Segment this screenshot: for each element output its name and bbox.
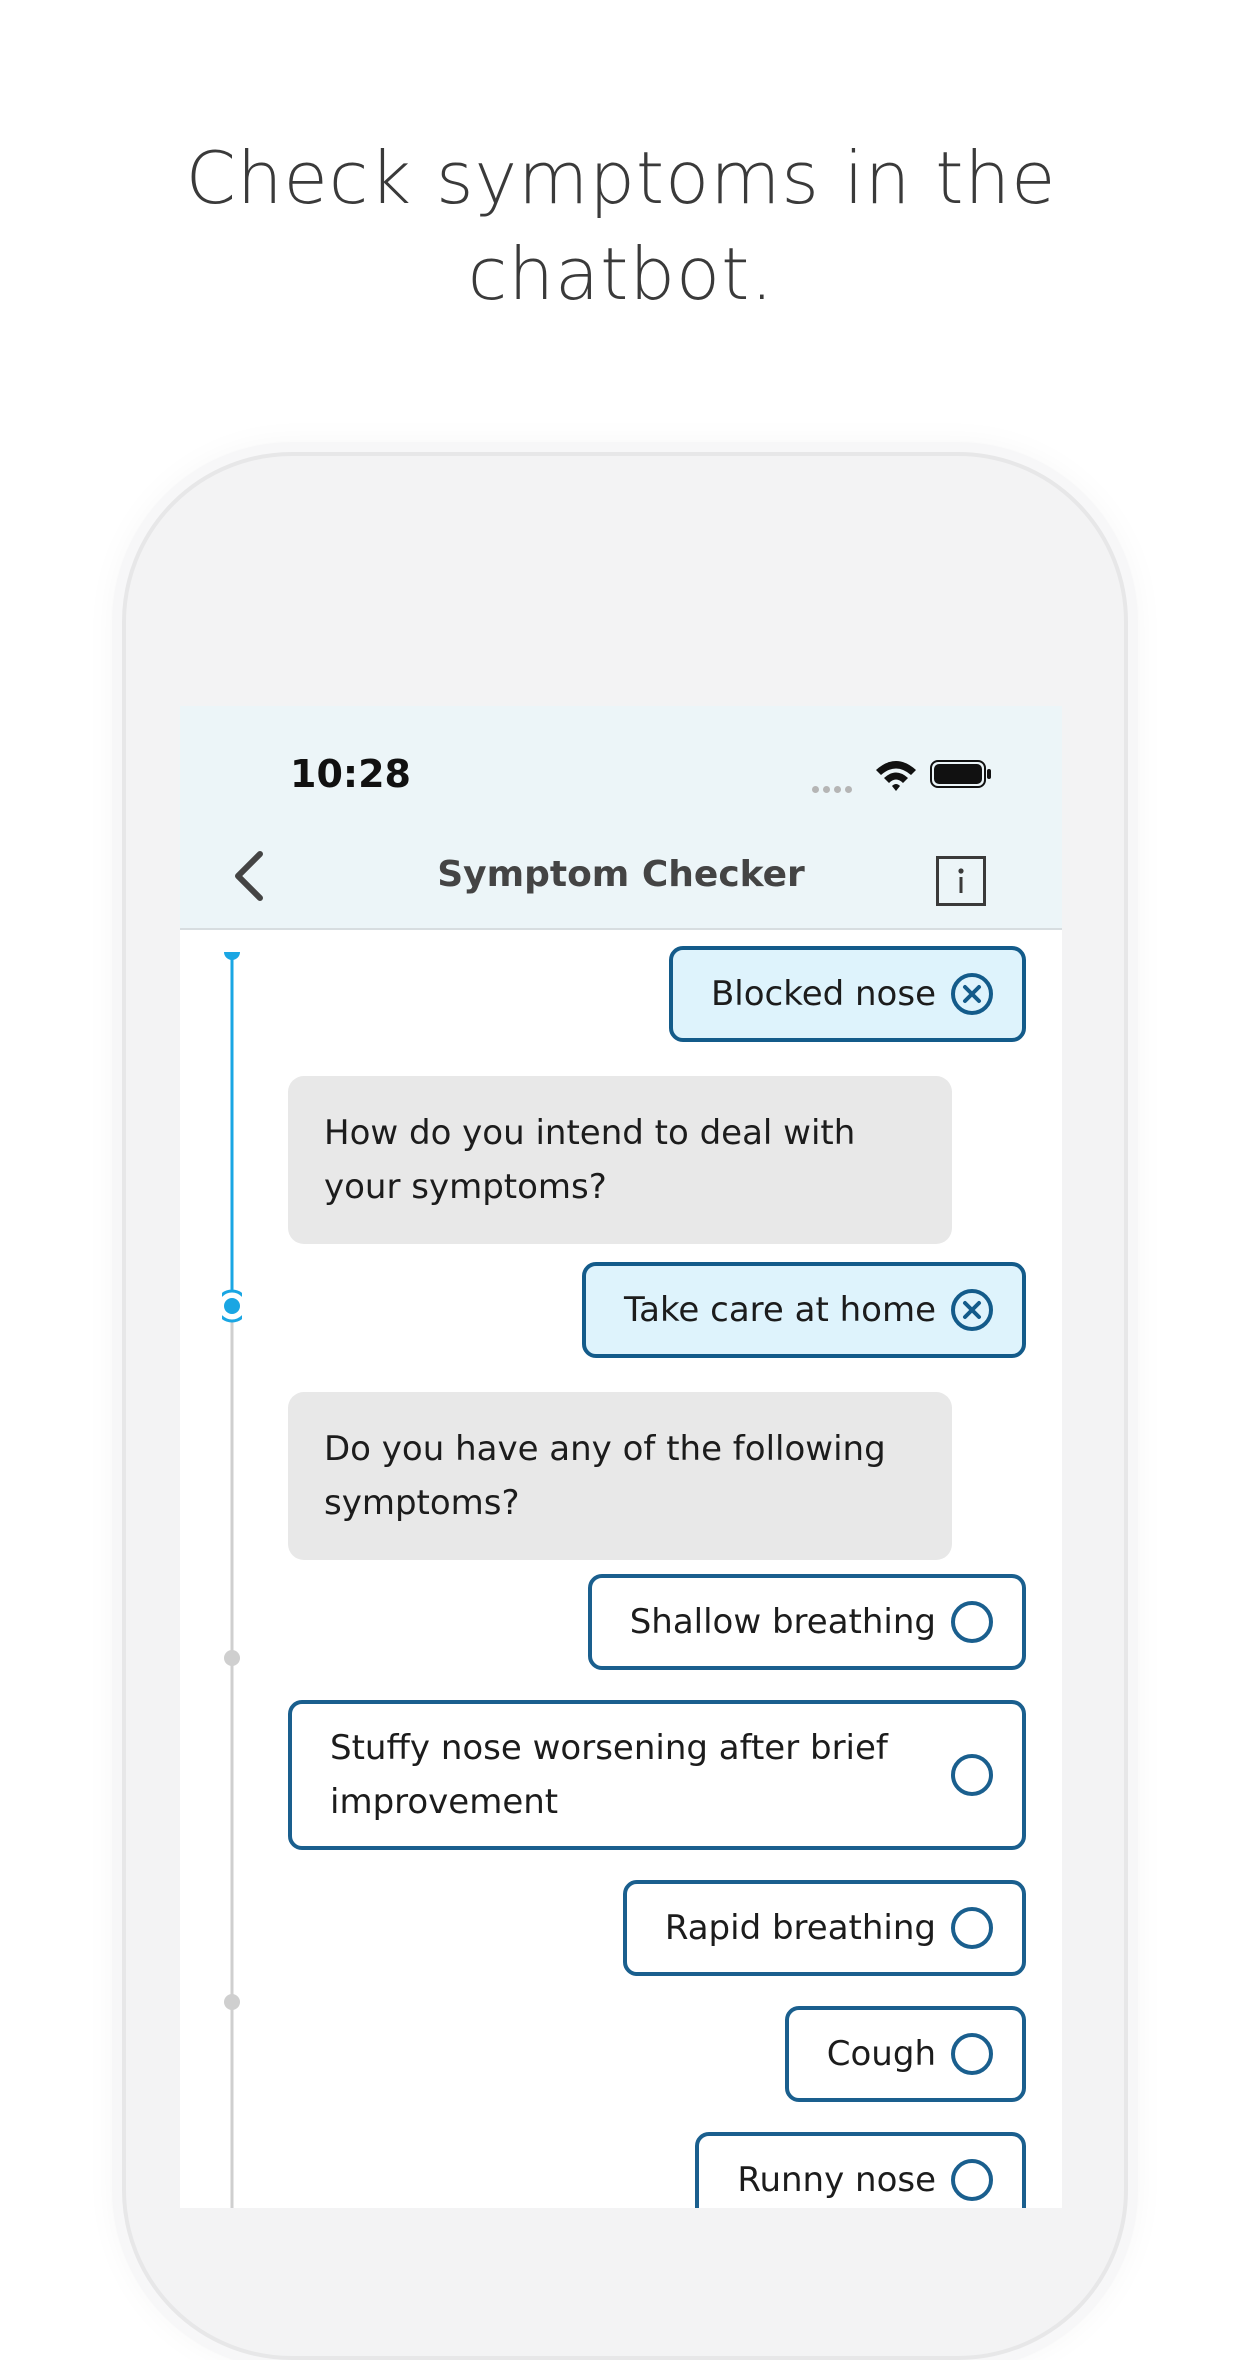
answer-chip-label: Take care at home [623,1290,936,1330]
clear-circle-icon[interactable] [950,1288,994,1332]
option-label: Rapid breathing [664,1908,936,1948]
battery-icon [930,760,991,788]
bot-message-2: Do you have any of the following symptom… [288,1392,952,1560]
option-label: Cough [826,2034,936,2074]
radio-circle-icon [951,1601,993,1643]
radio-circle-icon [951,2159,993,2201]
radio-circle-icon [951,1907,993,1949]
headline: Check symptoms in the chatbot. [0,130,1242,322]
progress-timeline [222,952,242,2208]
headline-line-1: Check symptoms in the [185,136,1057,220]
radio-circle-icon [951,1754,993,1796]
answer-chip-blocked-nose[interactable]: Blocked nose [668,946,1026,1042]
info-icon [958,868,964,893]
wifi-icon [876,761,916,791]
answer-chip-label: Blocked nose [710,974,936,1014]
signal-icon [812,778,856,797]
nav-title: Symptom Checker [437,854,805,895]
option-rapid-breathing[interactable]: Rapid breathing [622,1880,1026,1976]
answer-chip-take-care-at-home[interactable]: Take care at home [581,1262,1026,1358]
clear-circle-icon[interactable] [950,972,994,1016]
info-button[interactable] [936,856,986,906]
option-cough[interactable]: Cough [784,2006,1026,2102]
headline-line-2: chatbot. [467,232,775,316]
option-shallow-breathing[interactable]: Shallow breathing [587,1574,1026,1670]
option-runny-nose[interactable]: Runny nose [695,2132,1026,2208]
radio-circle-icon [951,2033,993,2075]
option-label: Stuffy nose worsening after brief improv… [330,1728,888,1822]
app-header: 10:28 Symptom Checker [180,706,1062,930]
bot-message-1: How do you intend to deal with your symp… [288,1076,952,1244]
option-label: Runny nose [737,2160,936,2200]
back-button[interactable] [226,846,270,906]
option-stuffy-nose-worsening[interactable]: Stuffy nose worsening after brief improv… [288,1700,1026,1850]
option-label: Shallow breathing [629,1602,936,1642]
app-screen: 10:28 Symptom Checker [180,706,1062,2208]
status-time: 10:28 [290,752,411,796]
